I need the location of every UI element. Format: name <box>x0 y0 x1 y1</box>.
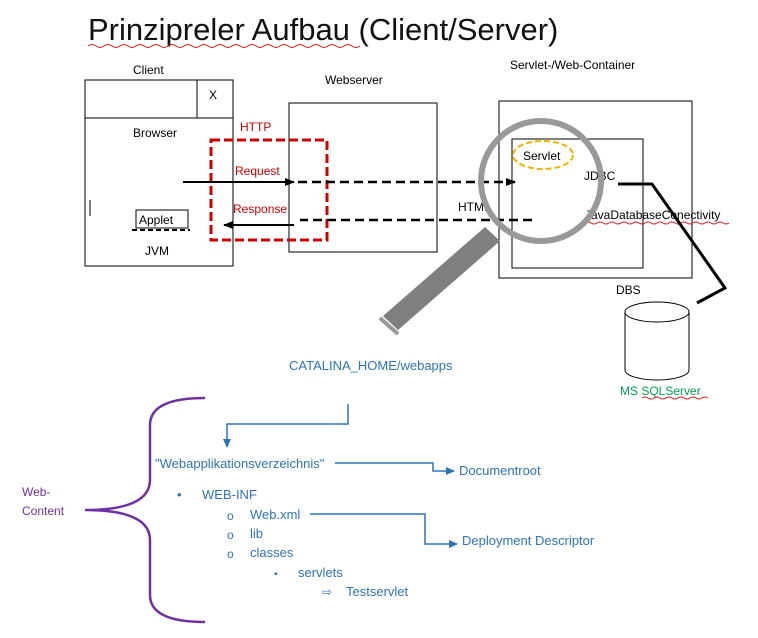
jvm-label: JVM <box>145 244 169 258</box>
response-label: Response <box>233 202 287 216</box>
db-name-label: MS SQLServer <box>620 384 701 398</box>
applet-label: Applet <box>139 213 174 227</box>
web-content-brace <box>84 396 206 624</box>
spellcheck-underline <box>641 396 709 400</box>
client-label: Client <box>133 63 164 77</box>
bullet-circle: o <box>227 509 234 523</box>
web-content-label-line2: Content <box>22 504 65 518</box>
catalina-home-label: CATALINA_HOME/webapps <box>289 358 453 373</box>
page-title: Prinzipreler Aufbau (Client/Server) <box>88 12 558 47</box>
documentroot-label: Documentroot <box>459 463 541 478</box>
spellcheck-underline <box>87 44 361 48</box>
client-window <box>84 79 234 267</box>
web-inf-label: WEB-INF <box>202 487 257 502</box>
servlets-label: servlets <box>298 565 343 580</box>
bullet-disc: • <box>177 487 182 502</box>
magnifier-lens <box>478 118 604 244</box>
magnifier-handle-end <box>378 316 400 336</box>
bullet-square: ▪ <box>274 569 278 580</box>
db-name-suffix: SQLServer <box>641 384 700 398</box>
classes-label: classes <box>250 545 294 560</box>
browser-label: Browser <box>133 126 177 140</box>
bullet-arrow: ⇨ <box>322 585 332 599</box>
documentroot-arrow <box>335 462 455 475</box>
http-label: HTTP <box>240 120 271 134</box>
web-content-label-line1: Web- <box>22 485 50 499</box>
servlet-inner-box <box>511 138 644 269</box>
testservlet-label: Testservlet <box>346 584 409 599</box>
database-cylinder-body <box>624 312 690 381</box>
magnifier-handle <box>383 227 500 330</box>
web-xml-label: Web.xml <box>250 507 300 522</box>
jdbc-long-label: JavaDatabaseConectivity <box>585 208 720 222</box>
catalina-arrow <box>223 404 349 448</box>
request-label: Request <box>235 164 280 178</box>
deployment-descriptor-label: Deployment Descriptor <box>462 533 595 548</box>
spellcheck-underline <box>584 221 730 225</box>
dbs-label: DBS <box>616 283 641 297</box>
deployment-descriptor-arrow <box>310 513 458 548</box>
bullet-circle: o <box>227 528 234 542</box>
container-label: Servlet-/Web-Container <box>510 58 635 72</box>
database-cylinder-top <box>624 301 690 323</box>
close-icon[interactable]: X <box>209 88 217 102</box>
container-box <box>498 100 693 279</box>
servlet-highlight-ellipse <box>512 140 574 170</box>
db-name-prefix: MS <box>620 384 641 398</box>
webserver-label: Webserver <box>325 73 383 87</box>
applet-box <box>135 209 189 229</box>
webserver-box <box>288 102 438 253</box>
bullet-circle: o <box>227 547 234 561</box>
db-connection-line <box>618 182 728 305</box>
http-dashed-box <box>209 138 329 242</box>
lib-label: lib <box>250 526 263 541</box>
webapp-dir-label: "Webapplikationsverzeichnis" <box>155 456 325 471</box>
servlet-label: Servlet <box>523 149 561 163</box>
